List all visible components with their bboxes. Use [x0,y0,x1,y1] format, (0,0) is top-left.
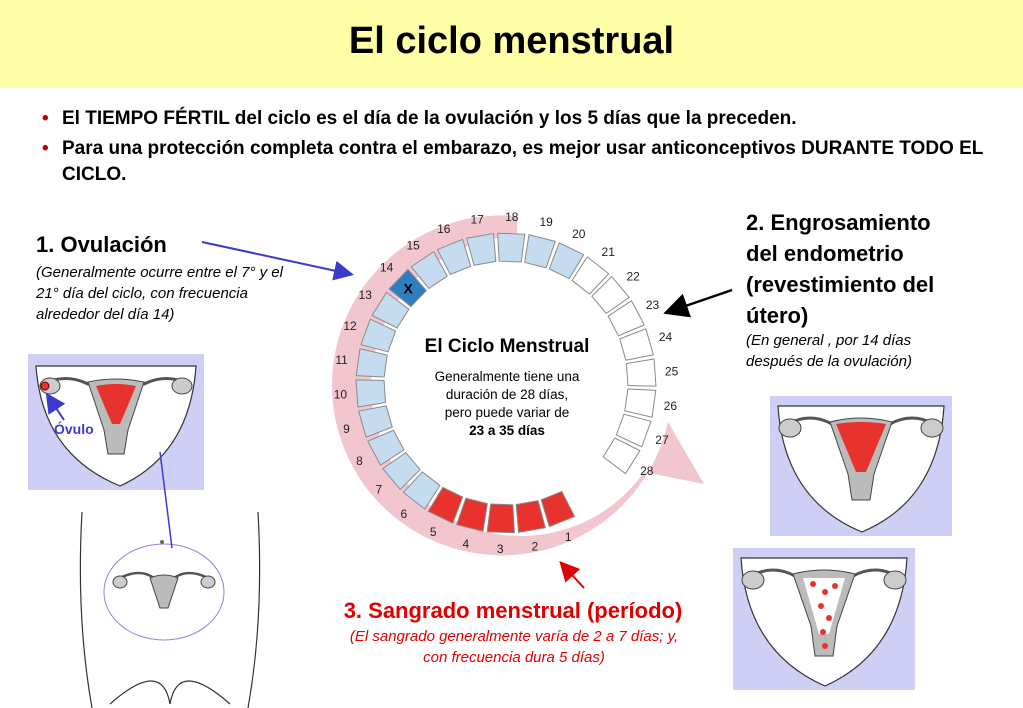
day-cell-25 [625,358,657,387]
thickening-uterus-panel [770,396,952,536]
day-cell-22 [591,275,630,315]
day-cells [355,232,657,534]
day-number-5: 5 [430,525,437,539]
day-number-18: 18 [505,210,519,224]
day-number-12: 12 [343,319,357,333]
day-number-23: 23 [646,298,660,312]
page-title: El ciclo menstrual [348,20,675,62]
day-cell-15 [410,250,448,290]
bleeding-note: (El sangrado generalmente varía de 2 a 7… [349,628,679,666]
bleeding-uterus-panel [733,548,915,690]
ovulation-heading: 1. Ovulación [36,232,167,257]
day-cell-18 [497,232,526,263]
day-number-21: 21 [602,245,616,259]
uterus-ovulation-illustration: Óvulo [35,365,197,487]
day-cell-7 [382,451,421,491]
cycle-center-description: Generalmente tiene una duración de 28 dí… [434,369,580,438]
day-cell-23 [607,300,645,337]
bullet-dot: • [42,138,49,159]
day-cell-3 [486,503,515,534]
day-cell-12 [360,318,397,353]
day-number-10: 10 [334,388,348,402]
ovulation-x-mark: X [403,281,413,297]
day-cell-6 [402,471,441,510]
day-number-28: 28 [640,464,654,478]
ovulation-marker: X [403,281,413,297]
day-number-11: 11 [335,353,348,367]
day-cell-4 [456,497,488,532]
bullet-protection: •Para una protección completa contra el … [42,138,984,185]
day-number-24: 24 [659,330,673,344]
day-cell-2 [515,500,546,534]
day-cell-19 [524,234,556,269]
thickening-note: (En general , por 14 días después de la … [746,332,912,370]
day-cell-5 [427,486,464,524]
day-cell-11 [355,348,388,378]
uterus-bleeding-illustration [740,557,908,687]
day-cell-8 [367,429,405,466]
day-number-7: 7 [375,483,382,497]
day-number-13: 13 [359,288,373,302]
day-number-6: 6 [400,507,407,521]
day-number-16: 16 [437,222,451,236]
ovulation-uterus-panel: Óvulo [28,354,204,490]
thickening-arrow [663,288,733,318]
ovulation-arrow [201,241,354,281]
day-cell-17 [466,232,497,266]
day-number-25: 25 [665,364,679,378]
day-number-15: 15 [406,238,420,252]
body-connector-line [159,451,173,549]
day-cell-9 [358,405,393,438]
day-number-14: 14 [380,261,394,275]
ovum-label: Óvulo [54,420,94,437]
day-number-17: 17 [470,213,484,227]
day-cell-16 [436,238,472,276]
day-number-4: 4 [462,537,469,551]
day-number-2: 2 [531,539,538,553]
day-cell-26 [624,388,657,418]
day-number-19: 19 [539,215,553,229]
bullet-fertile-time: •El TIEMPO FÉRTIL del ciclo es el día de… [40,106,1000,132]
bullet-list: •El TIEMPO FÉRTIL del ciclo es el día de… [40,106,1000,192]
day-cell-27 [615,413,652,448]
thickening-heading: 2. Engrosamiento del endometrio (revesti… [746,210,935,328]
uterus-thickening-illustration [777,405,945,533]
day-cell-10 [355,379,387,408]
day-cell-1 [540,490,576,528]
day-number-1: 1 [565,530,572,544]
day-number-22: 22 [626,269,640,283]
day-cell-20 [548,242,585,280]
female-body-outline [79,511,261,708]
ovulation-note: (Generalmente ocurre entre el 7° y el 21… [36,264,283,323]
day-cell-21 [571,256,610,295]
day-number-27: 27 [655,433,669,447]
bullet-dot: • [42,108,49,129]
day-number-8: 8 [356,454,363,468]
cycle-center-title: El Ciclo Menstrual [424,336,590,357]
day-number-26: 26 [664,399,678,413]
day-cell-13 [371,291,410,329]
day-cell-14 [388,268,427,308]
day-cell-28 [602,437,641,475]
bleeding-arrow [559,561,585,589]
bleeding-heading: 3. Sangrado menstrual (período) [343,598,683,623]
day-cell-24 [619,328,654,361]
ovum-arrow [45,392,66,421]
day-number-3: 3 [497,542,504,556]
day-number-9: 9 [343,422,350,436]
title-bar [0,0,1023,88]
day-number-20: 20 [572,227,586,241]
